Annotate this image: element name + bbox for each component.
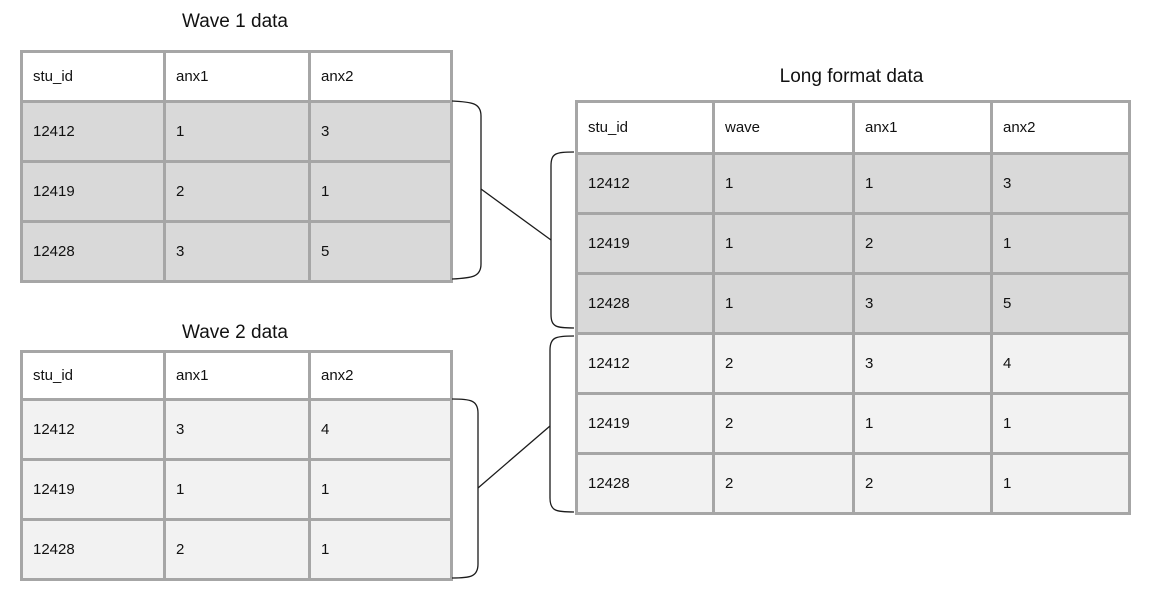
table-row: 12412 2 3 4	[575, 332, 1131, 395]
header-row: stu_id anx1 anx2	[20, 350, 453, 401]
table-cell: 2	[852, 452, 993, 515]
table-cell: 3	[852, 332, 993, 395]
table-cell: 3	[308, 100, 453, 163]
table-cell: 2	[852, 212, 993, 275]
table-cell: 12419	[20, 458, 166, 521]
table-cell: 1	[712, 272, 855, 335]
wave2-bracket	[451, 398, 479, 579]
table-row: 12419 2 1	[20, 160, 453, 223]
long-format-title: Long format data	[779, 66, 924, 87]
wave2-title: Wave 2 data	[182, 322, 288, 343]
table-row: 12428 1 3 5	[575, 272, 1131, 335]
table-cell: 2	[712, 392, 855, 455]
table-row: 12419 1 2 1	[575, 212, 1131, 275]
wave1-title: Wave 1 data	[182, 11, 288, 32]
table-cell: 12419	[20, 160, 166, 223]
table-cell: 2	[712, 332, 855, 395]
table-cell: 4	[308, 398, 453, 461]
table-cell: 5	[308, 220, 453, 283]
table-cell: 12412	[20, 398, 166, 461]
long-top-bracket	[550, 151, 575, 329]
table-row: 12412 1 3	[20, 100, 453, 163]
long-bottom-bracket	[549, 335, 575, 513]
wave1-bracket	[451, 100, 482, 280]
table-row: 12419 1 1	[20, 458, 453, 521]
table-cell: 12428	[575, 272, 715, 335]
table-cell: 1	[163, 458, 311, 521]
table-cell: 12412	[20, 100, 166, 163]
table-cell: 1	[990, 212, 1131, 275]
column-header: stu_id	[20, 50, 166, 103]
table-cell: 12412	[575, 332, 715, 395]
table-cell: 12428	[20, 220, 166, 283]
table-row: 12412 3 4	[20, 398, 453, 461]
table-cell: 12419	[575, 392, 715, 455]
table-cell: 1	[852, 152, 993, 215]
table-cell: 1	[163, 100, 311, 163]
table-cell: 2	[163, 160, 311, 223]
column-header: anx2	[308, 50, 453, 103]
table-cell: 1	[308, 458, 453, 521]
column-header: anx1	[852, 100, 993, 155]
table-row: 12428 2 2 1	[575, 452, 1131, 515]
wave2-table: stu_id anx1 anx2 12412 3 4 12419 1 1 124…	[20, 350, 453, 581]
column-header: anx1	[163, 350, 311, 401]
table-cell: 12428	[575, 452, 715, 515]
table-cell: 1	[308, 160, 453, 223]
table-row: 12412 1 1 3	[575, 152, 1131, 215]
table-cell: 1	[990, 392, 1131, 455]
column-header: anx1	[163, 50, 311, 103]
table-cell: 2	[163, 518, 311, 581]
table-cell: 3	[163, 220, 311, 283]
table-cell: 12419	[575, 212, 715, 275]
column-header: anx2	[308, 350, 453, 401]
table-cell: 5	[990, 272, 1131, 335]
table-cell: 12428	[20, 518, 166, 581]
header-row: stu_id wave anx1 anx2	[575, 100, 1131, 155]
table-cell: 12412	[575, 152, 715, 215]
wave1-to-long-connector-line	[480, 188, 552, 241]
column-header: stu_id	[20, 350, 166, 401]
table-cell: 1	[712, 152, 855, 215]
header-row: stu_id anx1 anx2	[20, 50, 453, 103]
table-cell: 2	[712, 452, 855, 515]
table-row: 12428 2 1	[20, 518, 453, 581]
table-row: 12428 3 5	[20, 220, 453, 283]
long-format-table: stu_id wave anx1 anx2 12412 1 1 3 12419 …	[575, 100, 1131, 515]
wave1-table: stu_id anx1 anx2 12412 1 3 12419 2 1 124…	[20, 50, 453, 283]
table-cell: 3	[852, 272, 993, 335]
table-cell: 1	[990, 452, 1131, 515]
wave2-to-long-connector-line	[477, 425, 551, 489]
table-cell: 1	[308, 518, 453, 581]
column-header: wave	[712, 100, 855, 155]
table-cell: 1	[852, 392, 993, 455]
table-row: 12419 2 1 1	[575, 392, 1131, 455]
table-cell: 4	[990, 332, 1131, 395]
column-header: anx2	[990, 100, 1131, 155]
column-header: stu_id	[575, 100, 715, 155]
table-cell: 3	[163, 398, 311, 461]
table-cell: 3	[990, 152, 1131, 215]
table-cell: 1	[712, 212, 855, 275]
